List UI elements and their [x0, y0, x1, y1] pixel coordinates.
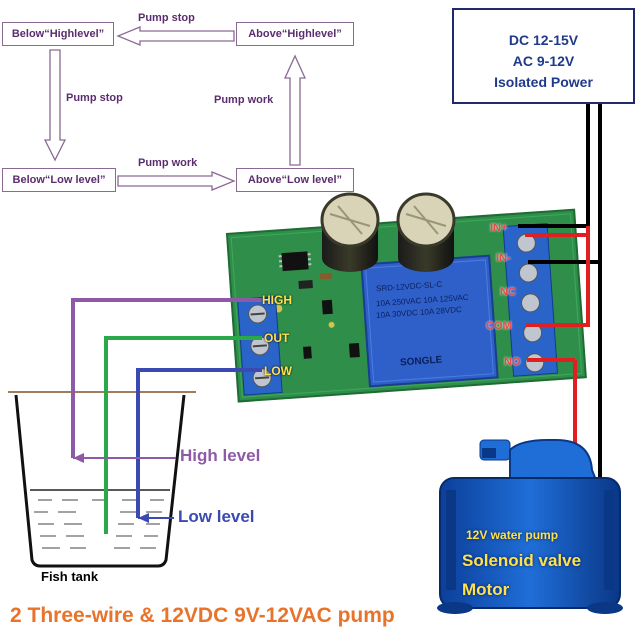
relay-pin-com: COM: [486, 320, 512, 332]
box-below-low: Below“Low level”: [2, 168, 116, 192]
fish-tank-label: Fish tank: [41, 569, 99, 584]
low-level-label: Low level: [178, 507, 255, 526]
relay-pin-in-minus: IN-: [496, 252, 511, 264]
pin-low-label: LOW: [264, 364, 292, 378]
flow-arrow-icon: [283, 54, 307, 166]
sensor-wires: [71, 298, 262, 534]
capacitor-icon: [396, 192, 456, 272]
beaker-icon: [8, 391, 196, 568]
arrow-label-top: Pump stop: [138, 12, 195, 24]
pump-label-3: Motor: [462, 580, 510, 599]
high-wire: [71, 298, 262, 458]
flow-arrow-icon: [117, 171, 236, 191]
box-above-high: Above“Highlevel”: [236, 22, 354, 46]
power-supply-box: DC 12-15V AC 9-12V Isolated Power: [452, 8, 635, 104]
box-below-high: Below“Highlevel”: [2, 22, 114, 46]
relay-icon: [360, 254, 499, 388]
power-line-2: AC 9-12V: [512, 53, 575, 69]
box-above-low: Above“Low level”: [236, 168, 354, 192]
arrow-label-left: Pump stop: [66, 92, 123, 104]
relay-pin-no: NO: [504, 356, 521, 368]
pin-high-label: HIGH: [262, 293, 292, 307]
controller-board: [225, 208, 587, 403]
ic-chip-icon: [281, 251, 309, 272]
low-wire: [136, 368, 262, 518]
power-line-3: Isolated Power: [494, 74, 593, 90]
screw-terminal-icon: [237, 296, 283, 396]
flow-arrow-icon: [116, 26, 235, 46]
out-wire: [104, 336, 262, 534]
pump-label-2: Solenoid valve: [462, 551, 582, 570]
arrow-label-right: Pump work: [214, 94, 274, 106]
capacitor-icon: [320, 192, 380, 272]
water-pump-icon: [437, 439, 623, 614]
flow-arrows: [43, 26, 307, 191]
relay-pin-nc: NC: [500, 286, 516, 298]
power-wires: [518, 104, 602, 480]
power-line-1: DC 12-15V: [508, 32, 579, 48]
arrow-label-bottom: Pump work: [138, 157, 198, 169]
pump-label-1: 12V water pump: [466, 528, 559, 542]
pin-out-label: OUT: [264, 331, 290, 345]
footer-caption: 2 Three-wire & 12VDC 9V-12VAC pump: [10, 604, 395, 627]
flow-arrow-icon: [43, 49, 67, 162]
relay-pin-in-plus: IN+: [490, 222, 508, 234]
high-level-label: High level: [180, 446, 261, 465]
